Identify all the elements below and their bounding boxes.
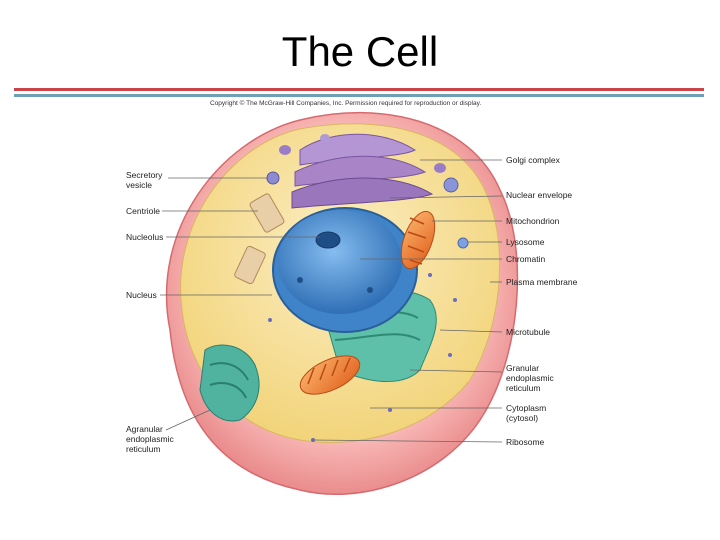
label-chromatin: Chromatin xyxy=(506,254,546,264)
label-golgi-complex: Golgi complex xyxy=(506,155,560,165)
label-agranular-er: Agranular endoplasmic reticulum xyxy=(126,424,174,454)
label-nuclear-envelope: Nuclear envelope xyxy=(506,190,573,200)
label-microtubule: Microtubule xyxy=(506,327,550,337)
copyright-notice: Copyright © The McGraw-Hill Companies, I… xyxy=(210,100,482,107)
secretory-vesicle-shape xyxy=(266,171,280,185)
label-nucleus: Nucleus xyxy=(126,290,157,300)
page-title: The Cell xyxy=(281,28,439,75)
label-cytoplasm: Cytoplasm (cytosol) xyxy=(506,403,547,423)
vesicle-shape xyxy=(443,177,459,193)
leader-lines-left xyxy=(160,177,320,431)
label-centriole: Centriole xyxy=(126,206,161,216)
label-nucleolus: Nucleolus xyxy=(126,232,164,242)
label-lysosome: Lysosome xyxy=(506,237,545,247)
mitochondrion-shape xyxy=(400,210,436,270)
leader-lines-right xyxy=(312,159,503,443)
label-plasma-membrane: Plasma membrane xyxy=(506,277,578,287)
title-rule-blue xyxy=(14,94,704,97)
nucleus-shape xyxy=(272,207,418,333)
label-ribosome: Ribosome xyxy=(506,437,545,447)
golgi-complex-shape xyxy=(279,133,446,209)
label-secretory-vesicle: Secretory vesicle xyxy=(126,170,163,190)
ribosome-shapes xyxy=(268,273,457,442)
nucleolus-shape xyxy=(315,231,341,249)
centriole-shape xyxy=(234,193,285,285)
label-mitochondrion: Mitochondrion xyxy=(506,216,560,226)
lysosome-shape xyxy=(457,237,469,249)
mitochondrion-shape-2 xyxy=(299,355,361,395)
title-rule-red xyxy=(14,88,704,91)
label-granular-er: Granular endoplasmic reticulum xyxy=(506,363,554,393)
agranular-er-shape xyxy=(199,344,260,422)
